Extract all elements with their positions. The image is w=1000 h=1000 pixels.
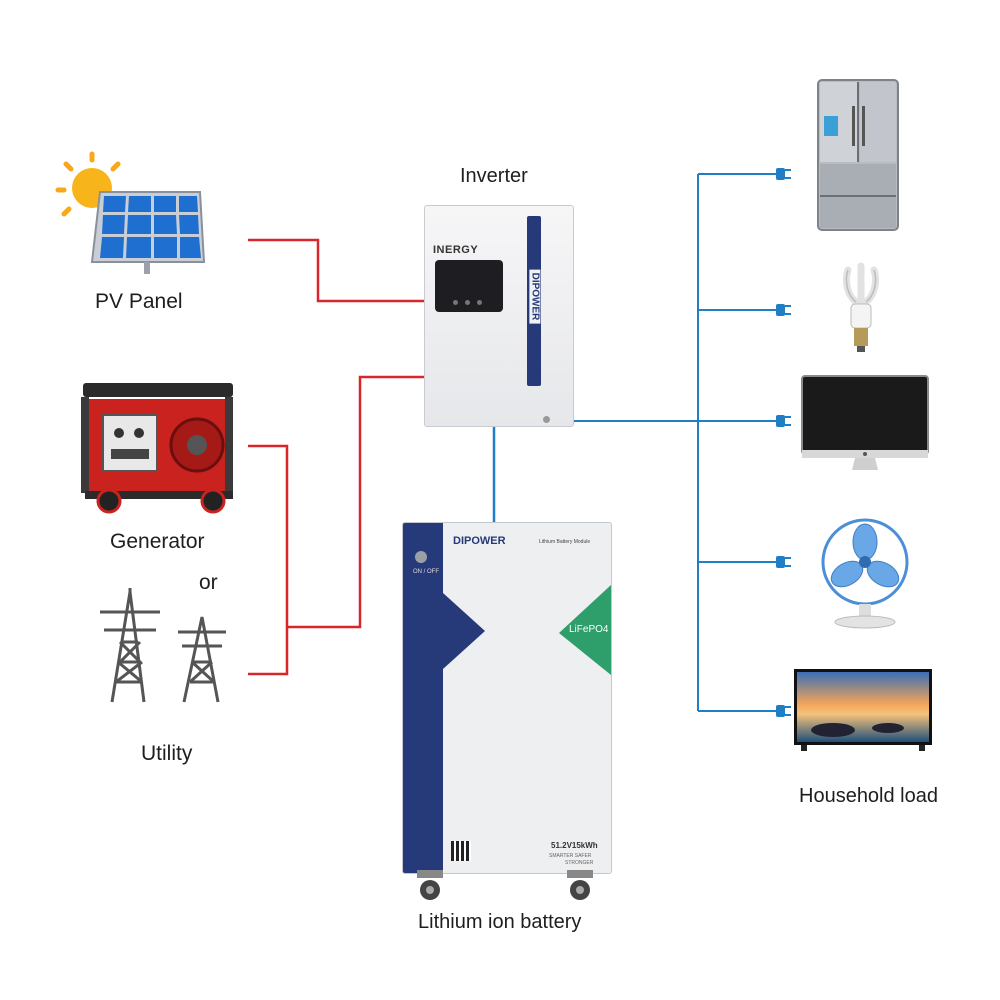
- inverter-brand: INERGY: [433, 244, 479, 256]
- pv-to-inverter-wire: [248, 238, 425, 303]
- plug-icon: [776, 168, 791, 180]
- battery-label: Lithium ion battery: [418, 911, 582, 933]
- plug-icon: [776, 415, 791, 427]
- plug-icon: [776, 556, 791, 568]
- utility-tower-icon: [100, 588, 226, 703]
- battery-brand: DIPOWER: [453, 535, 506, 547]
- generator-label: Generator: [110, 530, 205, 553]
- light-bulb-icon: [842, 262, 880, 352]
- inverter-unit: INERGY DIPOWER: [424, 205, 574, 427]
- plug-icons: [776, 168, 791, 717]
- plug-icon: [776, 705, 791, 717]
- battery-chemistry: LiFePO4: [569, 624, 609, 635]
- battery-slogan-1: SMARTER SAFER: [549, 853, 592, 859]
- plug-icon: [776, 304, 791, 316]
- monitor-icon: [801, 375, 929, 470]
- battery-cabinet: ON / OFF DIPOWER Lithium Battery Module …: [402, 522, 612, 874]
- battery-module-label: Lithium Battery Module: [539, 539, 591, 545]
- qr-code-icon: [451, 841, 471, 861]
- television-icon: [794, 669, 932, 751]
- inverter-display: [435, 260, 503, 312]
- generator-icon: [81, 383, 233, 514]
- generator-wire: [248, 444, 289, 676]
- switch-label: ON / OFF: [413, 569, 439, 575]
- battery-rating: 51.2V15kWh: [551, 841, 598, 850]
- or-label: or: [199, 571, 218, 594]
- household-load-label: Household load: [799, 785, 938, 807]
- utility-label: Utility: [141, 742, 193, 765]
- battery-wheels: [417, 870, 593, 900]
- pv-panel-icon: [55, 151, 206, 274]
- grid-to-inverter-wire: [287, 375, 425, 629]
- power-switch-icon[interactable]: [415, 551, 427, 563]
- inverter-side-brand: DIPOWER: [529, 269, 541, 323]
- battery-slogan-2: STRONGER: [565, 860, 594, 866]
- pv-panel-label: PV Panel: [95, 290, 183, 313]
- inverter-label: Inverter: [460, 165, 528, 187]
- fan-icon: [821, 518, 909, 629]
- refrigerator-icon: [817, 79, 899, 231]
